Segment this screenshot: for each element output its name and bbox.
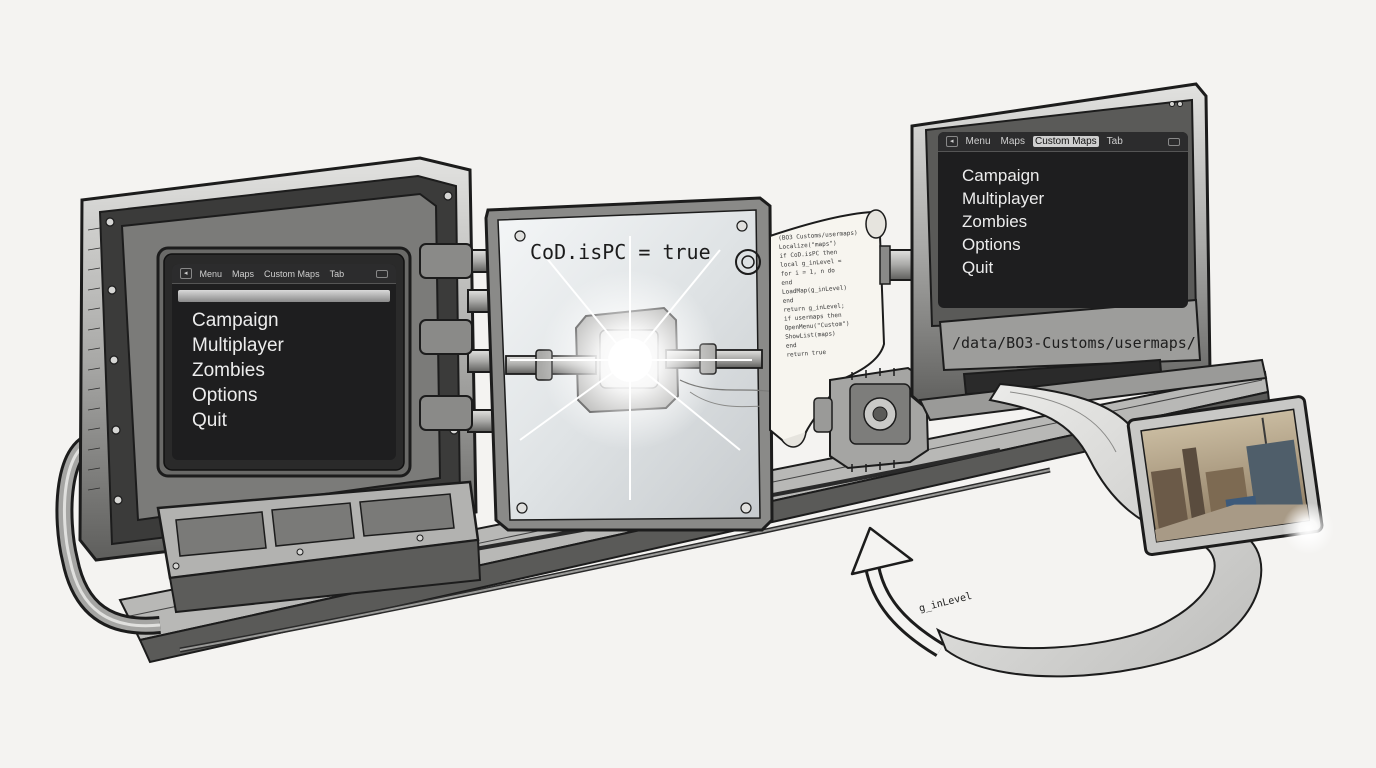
left-menu-item-options[interactable]: Options bbox=[192, 385, 258, 406]
right-tab-maps[interactable]: Maps bbox=[1000, 136, 1025, 147]
right-monitor-screen: ◂ Menu Maps Custom Maps Tab Campaign Mul… bbox=[938, 132, 1188, 308]
right-main-menu: Campaign Multiplayer Zombies Options Qui… bbox=[938, 152, 1188, 279]
left-tab-maps[interactable]: Maps bbox=[232, 268, 255, 279]
right-menu-item-multiplayer[interactable]: Multiplayer bbox=[962, 189, 1045, 208]
right-tab-custom-maps[interactable]: Custom Maps bbox=[1032, 136, 1099, 147]
left-menu-highlight bbox=[178, 290, 390, 302]
code-scroll-text: (BO3 Customs/usermaps) Localize("maps") … bbox=[778, 226, 902, 433]
right-tab-bar: ◂ Menu Maps Custom Maps Tab bbox=[938, 132, 1188, 152]
left-tab-bar: ◂ Menu Maps Custom Maps Tab bbox=[172, 264, 396, 284]
right-menu-item-campaign[interactable]: Campaign bbox=[962, 166, 1040, 185]
left-tab-custom-maps[interactable]: Custom Maps bbox=[264, 268, 320, 279]
left-menu-item-quit[interactable]: Quit bbox=[192, 410, 227, 431]
left-console-screen: ◂ Menu Maps Custom Maps Tab Campaign Mul… bbox=[172, 264, 396, 460]
left-pipe bbox=[55, 431, 161, 635]
right-menu-item-zombies[interactable]: Zombies bbox=[962, 212, 1028, 231]
usermaps-path-label: /data/BO3-Customs/usermaps/ bbox=[952, 334, 1196, 352]
left-tab-forward-icon[interactable] bbox=[376, 269, 388, 278]
code-scroll-paper bbox=[769, 209, 887, 448]
left-menu-item-campaign[interactable]: Campaign bbox=[192, 310, 279, 331]
right-tab-forward-icon[interactable] bbox=[1168, 137, 1180, 146]
map-thumbnail bbox=[1126, 395, 1335, 557]
chip-device bbox=[813, 366, 930, 472]
right-menu-item-quit[interactable]: Quit bbox=[962, 258, 994, 277]
glass-panel-code: CoD.isPC = true bbox=[530, 240, 711, 264]
left-tab-tab[interactable]: Tab bbox=[329, 268, 345, 279]
left-tab-back-icon[interactable]: ◂ bbox=[180, 268, 192, 279]
left-main-menu: Campaign Multiplayer Zombies Options Qui… bbox=[172, 302, 396, 433]
left-menu-item-multiplayer[interactable]: Multiplayer bbox=[192, 335, 284, 356]
glass-panel bbox=[484, 196, 841, 532]
right-menu-item-options[interactable]: Options bbox=[962, 235, 1021, 254]
connector-pipes bbox=[419, 243, 497, 433]
curved-arrow-icon bbox=[850, 526, 945, 657]
right-tab-tab[interactable]: Tab bbox=[1106, 136, 1123, 147]
left-tab-menu[interactable]: Menu bbox=[199, 268, 223, 279]
left-menu-item-zombies[interactable]: Zombies bbox=[192, 360, 265, 381]
right-tab-back-icon[interactable]: ◂ bbox=[946, 136, 958, 147]
right-tab-menu[interactable]: Menu bbox=[965, 136, 991, 147]
